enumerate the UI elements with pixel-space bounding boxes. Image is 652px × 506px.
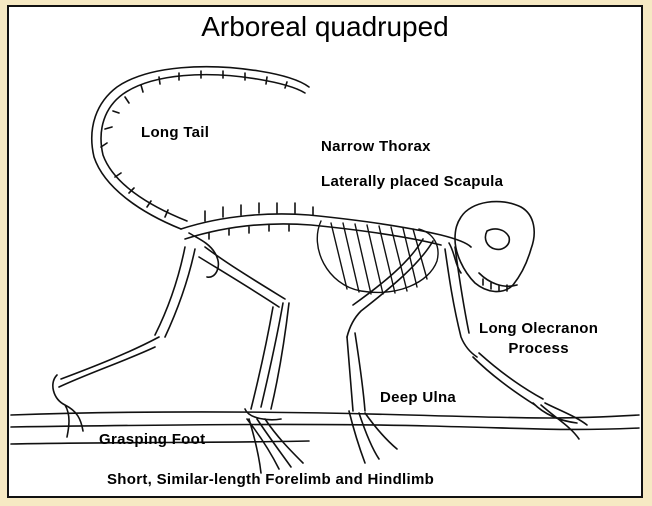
label-scapula: Laterally placed Scapula	[321, 173, 503, 190]
skull	[449, 202, 534, 292]
label-olecranon-line-2: Process	[479, 339, 598, 359]
label-olecranon-process: Long Olecranon Process	[479, 319, 598, 359]
label-long-tail: Long Tail	[141, 124, 209, 141]
label-deep-ulna: Deep Ulna	[380, 389, 456, 406]
vertebral-column	[181, 203, 471, 247]
label-narrow-thorax: Narrow Thorax	[321, 138, 431, 155]
label-grasping-foot: Grasping Foot	[99, 431, 205, 448]
monkey-skeleton-illustration	[9, 7, 641, 496]
label-olecranon-line-1: Long Olecranon	[479, 319, 598, 339]
label-limb-length-caption: Short, Similar-length Forelimb and Hindl…	[107, 471, 434, 488]
ribcage	[317, 221, 438, 294]
diagram-panel: Arboreal quadruped	[7, 5, 643, 498]
